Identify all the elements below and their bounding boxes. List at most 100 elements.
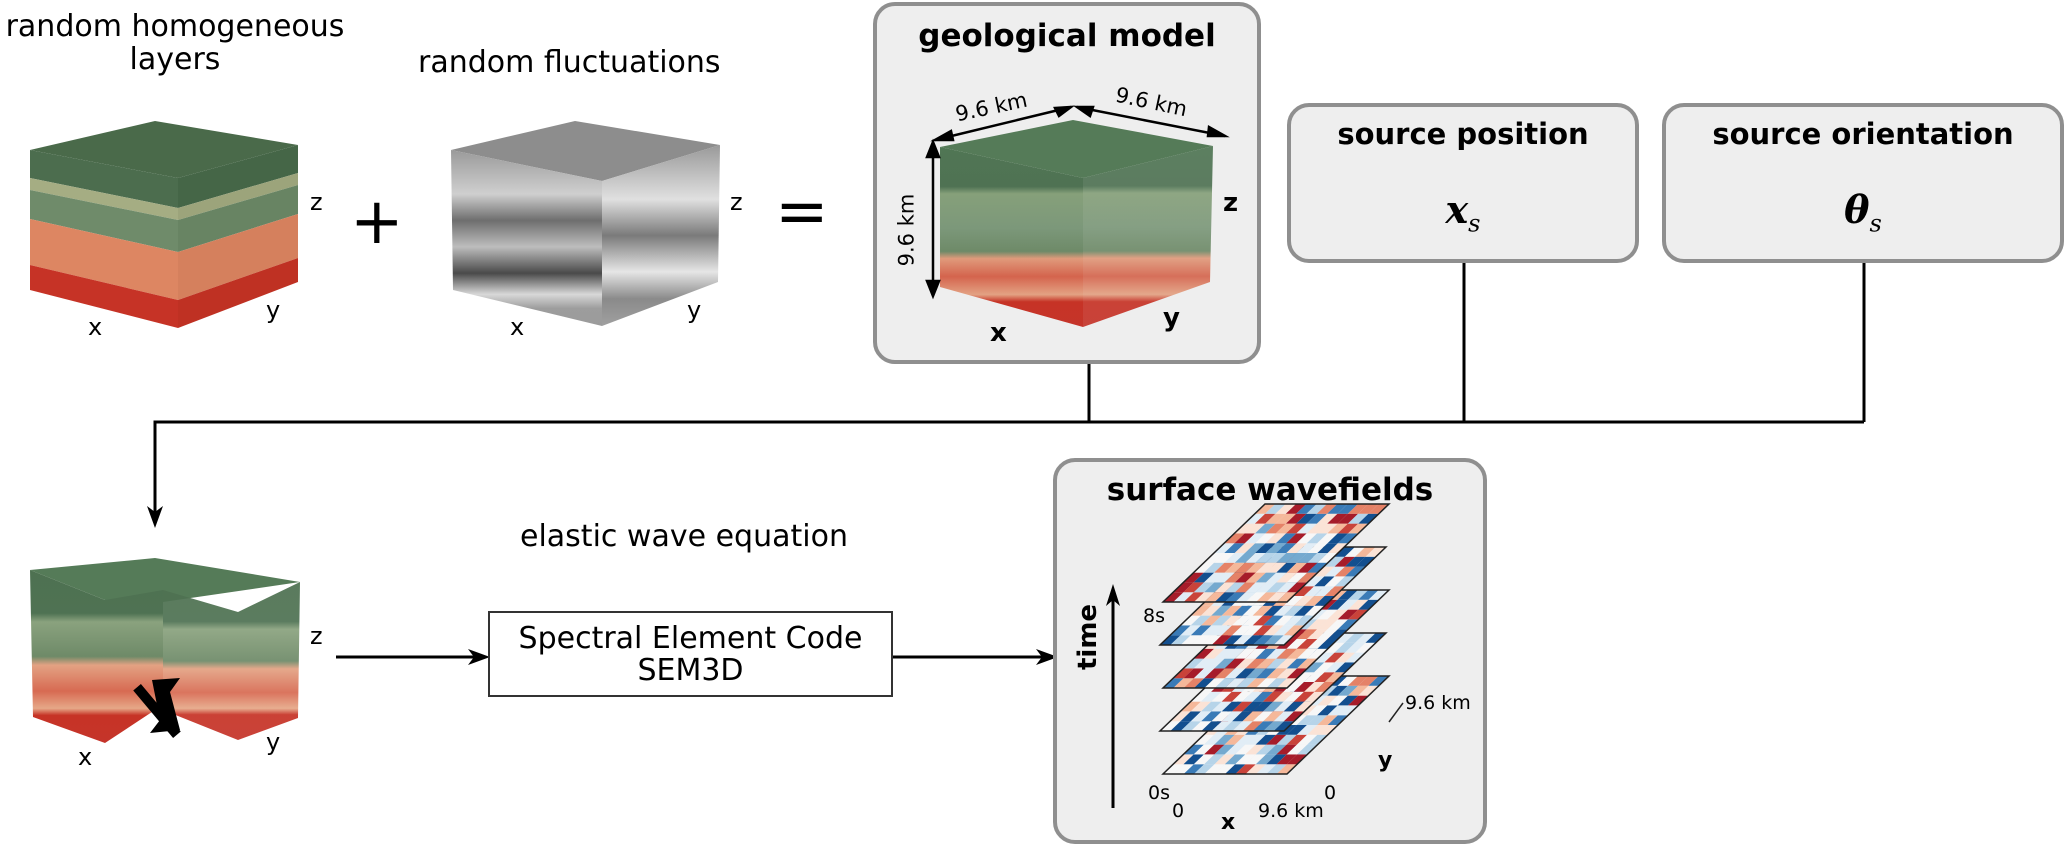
wavefield-cell xyxy=(1252,625,1274,636)
wavefield-cell xyxy=(1344,642,1366,653)
cube-top-face xyxy=(30,558,300,602)
wavefield-cell xyxy=(1334,556,1356,567)
wavefield-cell xyxy=(1183,658,1204,669)
wavefield-cell xyxy=(1255,668,1277,679)
wavefield-cell xyxy=(1296,553,1318,563)
wavefield-cell xyxy=(1304,672,1325,682)
wavefield-cell xyxy=(1296,523,1317,534)
wavefield-cell xyxy=(1180,625,1202,636)
axis-label-z: z xyxy=(310,188,323,216)
wavefield-cell xyxy=(1337,504,1358,514)
wavefield-cell xyxy=(1180,721,1202,731)
wavefield-cell xyxy=(1314,662,1335,673)
layer-3 xyxy=(30,190,178,252)
wavefield-cell xyxy=(1286,754,1308,765)
axis-label-x: x xyxy=(510,313,525,341)
wavefield-cell xyxy=(1307,543,1328,553)
wavefield-cell xyxy=(1180,701,1201,712)
wavefield-cell xyxy=(1317,725,1338,735)
fluctuations-label: random fluctuations xyxy=(418,45,721,80)
wavefield-cell xyxy=(1358,590,1379,600)
wavefield-cell xyxy=(1283,625,1305,636)
wavefield-cell xyxy=(1307,562,1328,573)
fluctuations-cube xyxy=(451,121,720,326)
wavefield-cell xyxy=(1255,658,1277,669)
wavefield-cell xyxy=(1255,523,1276,534)
wavefield-cell xyxy=(1303,662,1325,673)
wavefield-cell xyxy=(1304,605,1325,616)
wavefield-cell xyxy=(1355,642,1376,653)
wavefield-cell xyxy=(1347,685,1369,696)
wavefield-cell xyxy=(1245,754,1267,765)
connector-main xyxy=(153,420,1864,520)
wavefield-cell xyxy=(1306,523,1328,534)
wavefield-cell xyxy=(1170,625,1191,636)
wavefield-cell xyxy=(1224,553,1245,563)
wavefield-cell xyxy=(1286,562,1308,573)
wavefield-cell xyxy=(1327,543,1349,553)
wavefield-cell xyxy=(1345,566,1366,577)
wavefield-cell xyxy=(1200,605,1222,616)
wavefield-cell xyxy=(1256,764,1277,774)
wavefield-cell xyxy=(1221,615,1243,626)
wavefield-cell xyxy=(1266,572,1287,583)
wavefield-cell xyxy=(1190,701,1212,712)
wavefield-cell xyxy=(1296,734,1318,745)
wavefield-cell xyxy=(1235,764,1256,774)
axis-label-x: x xyxy=(990,318,1007,348)
wavefield-cell xyxy=(1173,592,1194,602)
wavefield-cell xyxy=(1337,599,1359,610)
wavefield-cell xyxy=(1224,648,1246,659)
wavefield-cell xyxy=(1314,652,1335,663)
wavefield-cell xyxy=(1173,582,1194,593)
wavefield-cell xyxy=(1307,629,1328,639)
wavefield-cell xyxy=(1314,576,1335,587)
wavefield-cell xyxy=(1234,533,1256,544)
wavefield-cell xyxy=(1314,596,1335,606)
wavefield-cell xyxy=(1265,533,1287,544)
wavefield-cell xyxy=(1183,754,1205,765)
wavefield-cell xyxy=(1225,678,1246,688)
wavefield-cell xyxy=(1235,572,1256,583)
wavefield-cell xyxy=(1327,695,1348,706)
wavefield-cell xyxy=(1214,553,1235,563)
wavefield-cell xyxy=(1245,543,1266,553)
wavefield-cell xyxy=(1294,701,1315,712)
wavefield-cell xyxy=(1358,676,1379,686)
wavefield-cell xyxy=(1306,705,1328,716)
wavefield-cell xyxy=(1347,599,1369,610)
wavefield-cell xyxy=(1286,648,1308,659)
wavefield-cell xyxy=(1304,596,1325,606)
wavefield-cell xyxy=(1211,635,1233,645)
x-axis-label: x xyxy=(1221,810,1236,835)
wavefield-cell xyxy=(1263,635,1284,645)
wavefield-cell xyxy=(1235,658,1256,669)
wavefield-cell xyxy=(1334,633,1355,643)
wavefield-cell xyxy=(1296,533,1318,544)
wavefield-cell xyxy=(1286,668,1308,679)
wavefield-cell xyxy=(1304,682,1325,692)
wavefield-cell xyxy=(1317,523,1338,534)
wavefield-cell xyxy=(1201,625,1222,636)
wavefield-cell xyxy=(1306,619,1328,630)
wavefield-cell xyxy=(1368,590,1389,600)
wavefield-cell xyxy=(1296,513,1317,524)
wavefield-cell xyxy=(1286,553,1307,563)
wavefield-cell xyxy=(1180,615,1201,626)
wavefield-cell xyxy=(1242,691,1263,702)
wavefield-cell xyxy=(1347,590,1369,600)
wavefield-cell xyxy=(1203,734,1225,745)
spectral-element-code-box: Spectral Element Code SEM3D xyxy=(488,611,893,697)
homogeneous-layers-cube xyxy=(30,121,298,328)
wavefield-cell xyxy=(1203,562,1225,573)
wavefield-cell xyxy=(1173,668,1194,679)
wavefield-cell xyxy=(1337,619,1359,630)
wavefield-cell xyxy=(1317,705,1338,716)
wavefield-cell xyxy=(1344,633,1366,643)
wavefield-cell xyxy=(1221,605,1243,616)
wavefield-cell xyxy=(1266,582,1287,593)
wavefield-cell xyxy=(1214,648,1235,659)
wavefield-cell xyxy=(1265,504,1286,514)
cube-top-face xyxy=(940,120,1213,178)
wavefield-cell xyxy=(1224,734,1246,745)
